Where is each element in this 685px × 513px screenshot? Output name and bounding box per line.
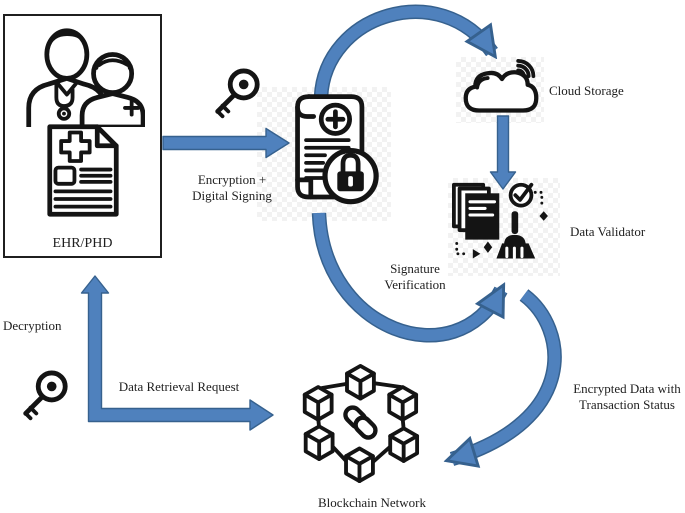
encryption-signing-label: Encryption + Digital Signing: [192, 172, 272, 203]
encrypted-status-label: Encrypted Data with Transaction Status: [573, 381, 681, 412]
blockchain-network-icon: [302, 363, 420, 484]
signature-verification-label: Signature Verification: [384, 261, 446, 292]
chain-link-icon: [343, 405, 378, 440]
arrow-document-to-validator: [311, 212, 508, 343]
arrow-ehr-to-document: [162, 127, 290, 159]
data-retrieval-label: Data Retrieval Request: [118, 379, 240, 394]
decryption-label: Decryption: [3, 318, 62, 333]
arrow-cloud-to-validator: [489, 115, 517, 190]
encryption-key-icon: [215, 68, 260, 119]
arrow-retrieval-and-return: [80, 275, 274, 431]
arrow-validator-to-blockchain: [452, 289, 562, 459]
data-validator-icon: [452, 182, 548, 260]
blockchain-network-label: Blockchain Network: [318, 495, 426, 510]
medical-record-icon: [47, 124, 119, 217]
decryption-key-icon: [23, 370, 68, 421]
ehr-phd-label: EHR/PHD: [52, 236, 113, 251]
arrow-document-to-cloud: [313, 4, 498, 98]
ehr-phd-box: EHR/PHD: [3, 14, 162, 258]
cloud-storage-label: Cloud Storage: [549, 83, 624, 98]
cloud-storage-icon: [463, 59, 539, 113]
signed-document-icon: [295, 94, 379, 205]
data-validator-label: Data Validator: [570, 224, 646, 239]
doctor-patient-icon: [26, 28, 145, 127]
